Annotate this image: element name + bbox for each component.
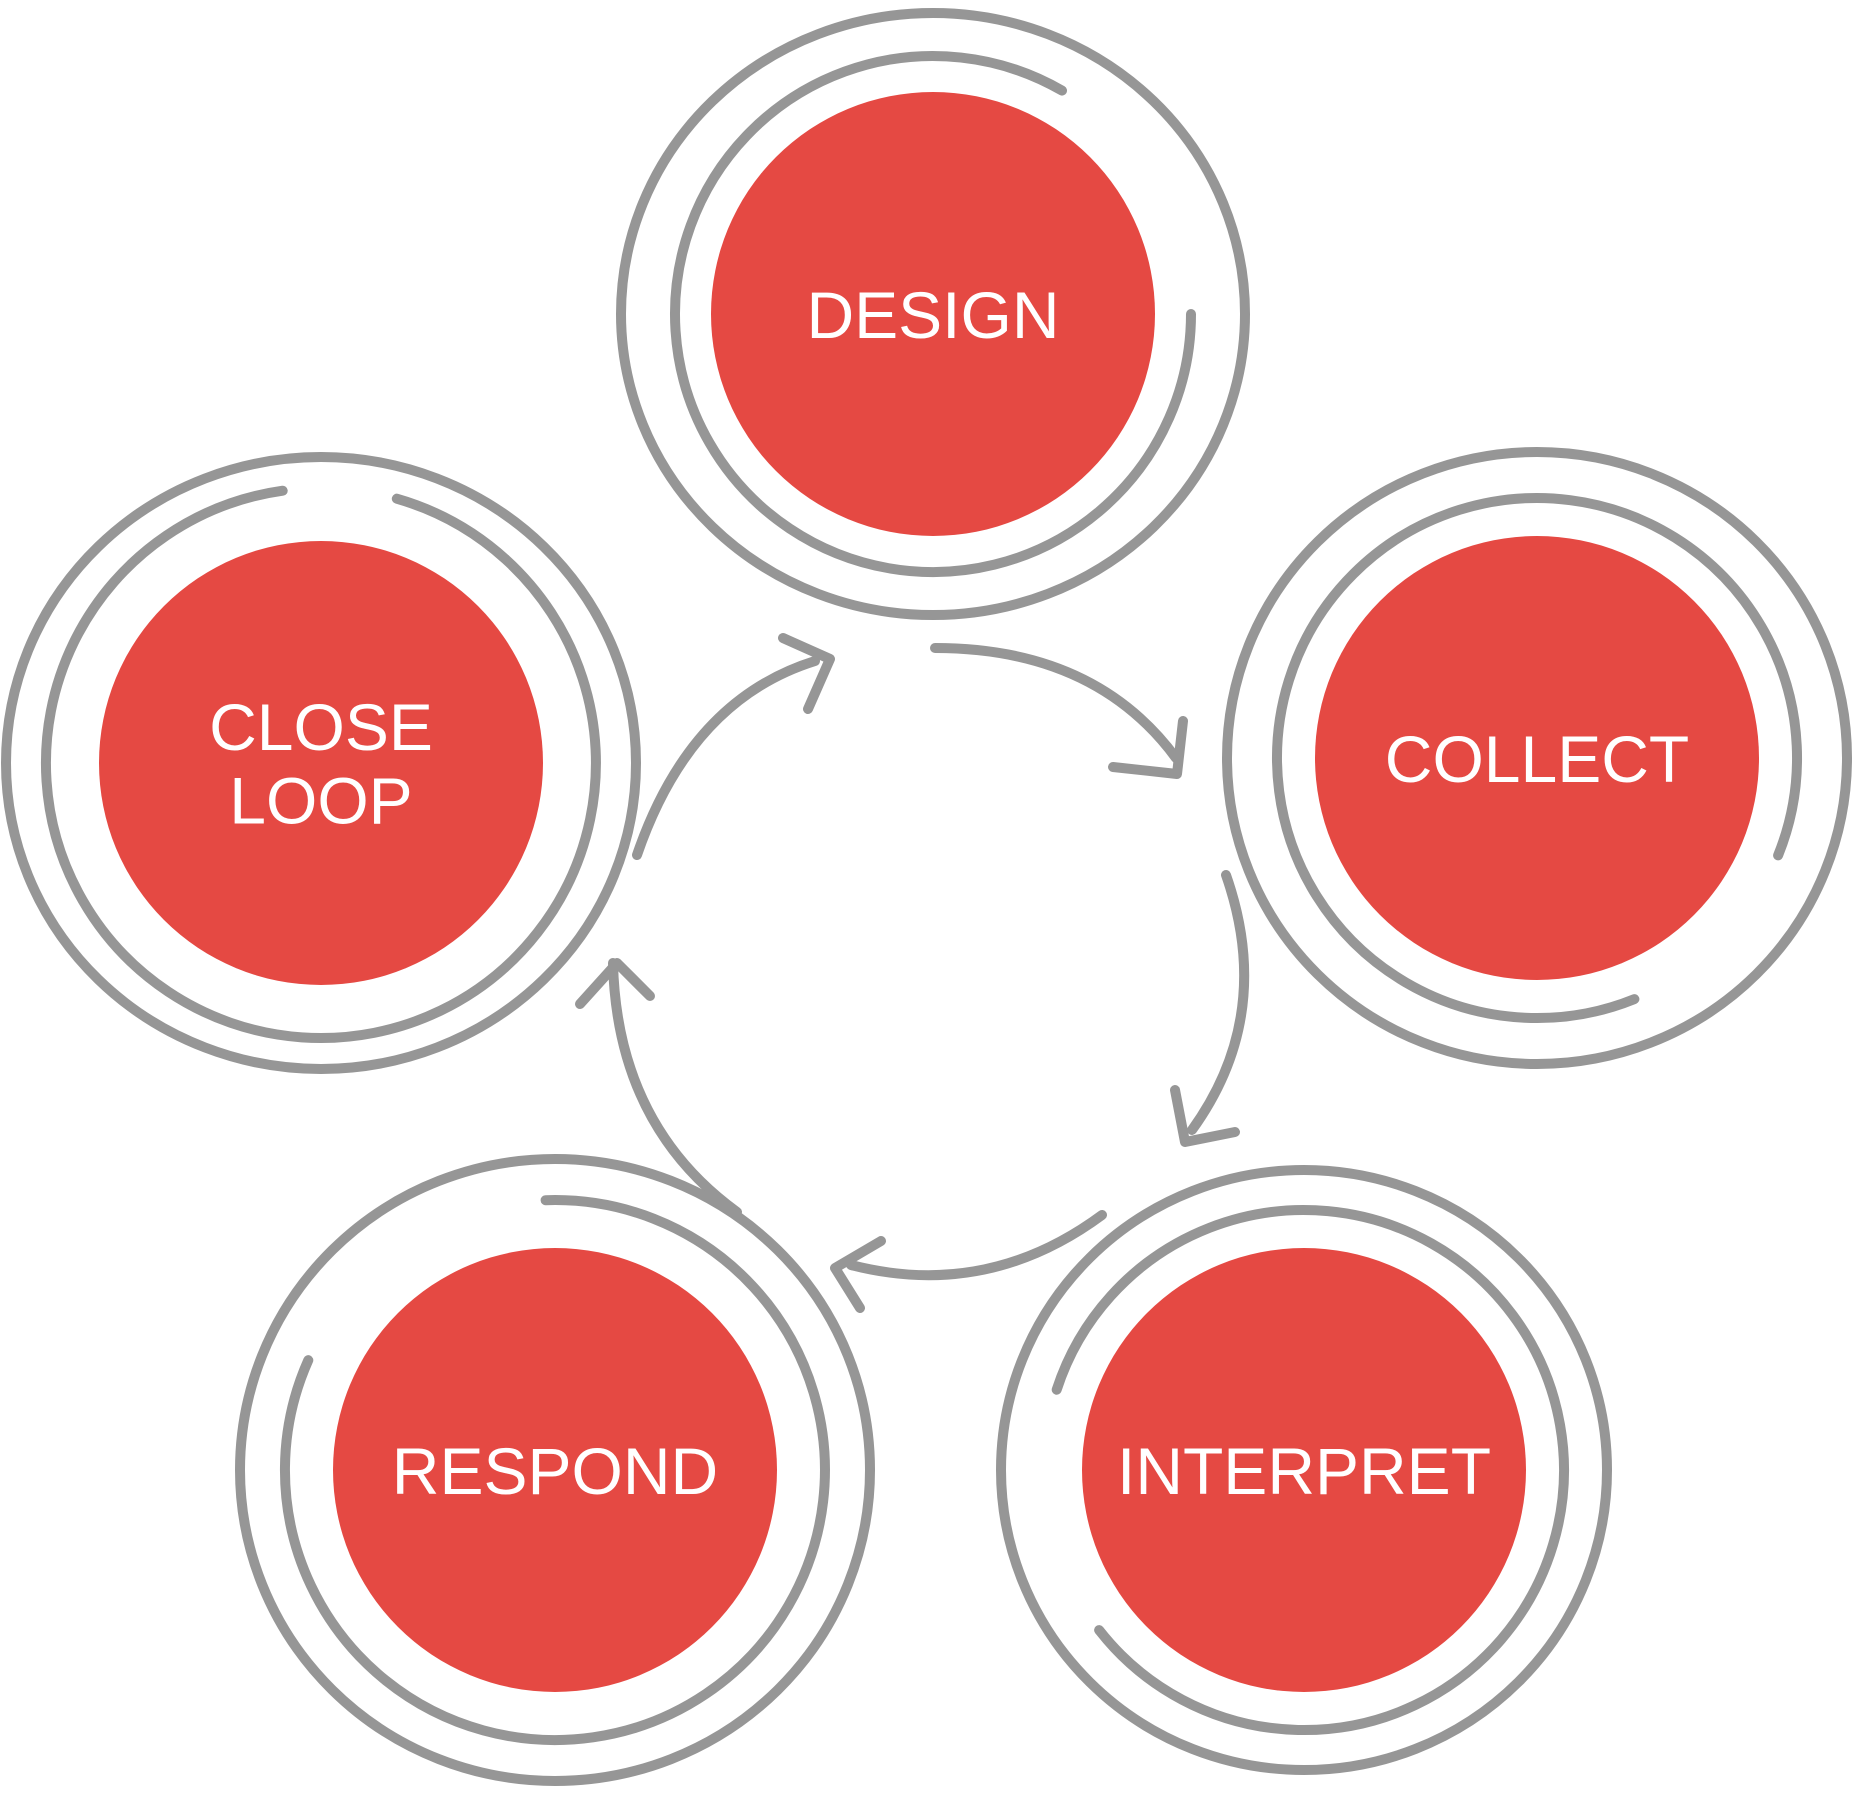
stage-label-close-loop: CLOSE xyxy=(209,690,433,764)
connector-line xyxy=(1187,870,1250,1135)
stage-label-interpret: INTERPRET xyxy=(1117,1434,1491,1508)
stage-disc-design xyxy=(711,92,1155,536)
inner-ring-respond xyxy=(279,1195,830,1746)
arrowhead-icon xyxy=(575,958,655,1009)
arrowhead-icon xyxy=(1170,1085,1240,1147)
stage-label-close-loop: LOOP xyxy=(229,764,412,838)
flow-arrow-close-loop-to-design xyxy=(632,633,835,860)
stage-disc-interpret xyxy=(1082,1248,1526,1692)
inner-ring-design xyxy=(670,51,1196,578)
stage-node-design: DESIGN xyxy=(616,8,1250,620)
inner-ring-interpret xyxy=(1051,1205,1569,1735)
connector-line xyxy=(608,958,742,1217)
arrowhead-icon xyxy=(1108,716,1188,779)
flow-arrow-design-to-collect xyxy=(930,643,1188,779)
flow-connectors xyxy=(575,633,1250,1313)
inner-ring-collect xyxy=(1272,493,1802,1023)
outer-ring-interpret xyxy=(996,1165,1612,1775)
flow-arrow-interpret-to-respond xyxy=(830,1210,1107,1313)
flow-arrow-collect-to-interpret xyxy=(1170,870,1250,1147)
stage-label-design: DESIGN xyxy=(806,278,1059,352)
connector-line xyxy=(846,1210,1107,1281)
arrowhead-icon xyxy=(778,633,835,714)
stage-label-respond: RESPOND xyxy=(392,1434,718,1508)
stage-node-interpret: INTERPRET xyxy=(996,1165,1612,1775)
connector-line xyxy=(632,656,820,860)
outer-ring-close-loop xyxy=(1,452,641,1074)
inner-ring-close-loop xyxy=(41,485,601,1044)
stage-node-collect: COLLECT xyxy=(1222,447,1852,1069)
stage-disc-respond xyxy=(333,1248,777,1692)
stage-label-collect: COLLECT xyxy=(1385,722,1689,796)
connector-line xyxy=(930,643,1181,763)
flow-arrow-respond-to-close-loop xyxy=(575,958,742,1217)
outer-ring-design xyxy=(616,8,1250,620)
outer-ring-collect xyxy=(1222,447,1852,1069)
outer-ring-respond xyxy=(235,1154,875,1786)
stage-disc-close-loop xyxy=(99,541,543,985)
stage-disc-collect xyxy=(1315,536,1759,980)
stage-node-respond: RESPOND xyxy=(235,1154,875,1786)
arrowhead-icon xyxy=(830,1236,886,1313)
